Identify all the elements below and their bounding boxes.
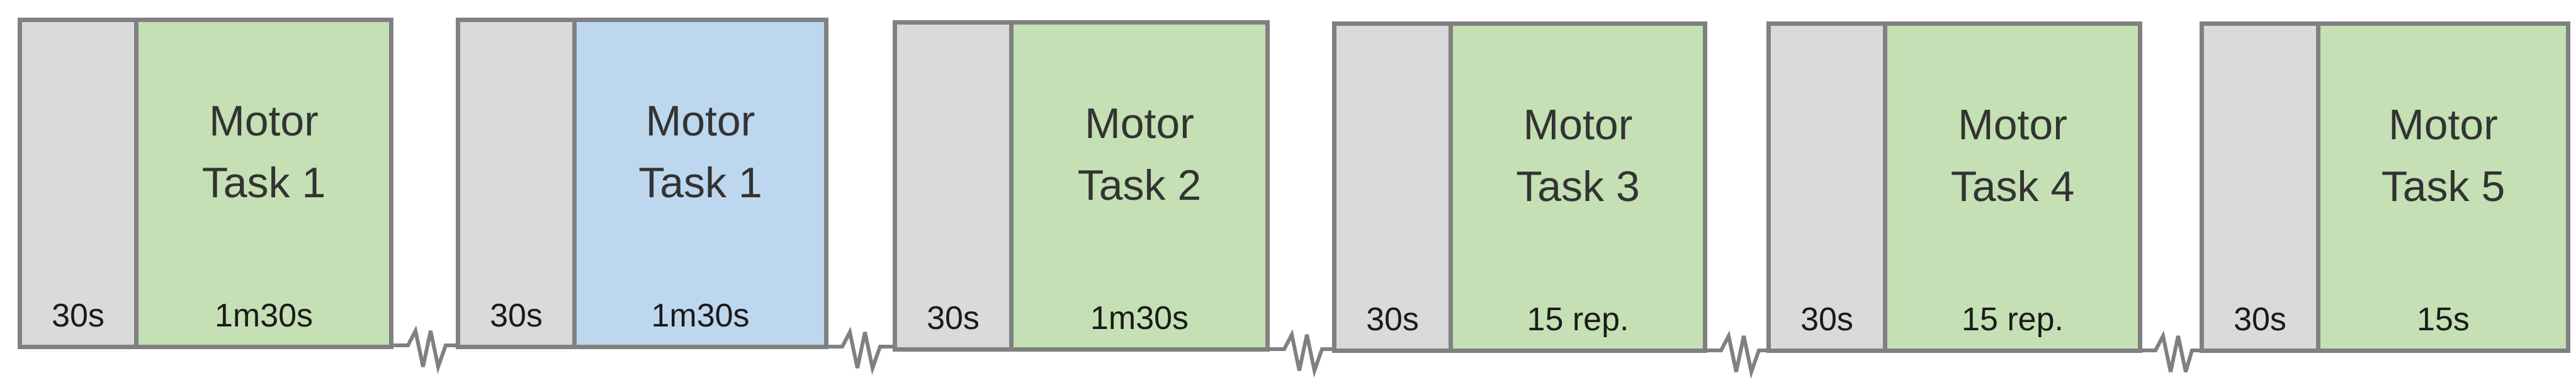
task-title-line2: Task 2 — [1077, 161, 1202, 209]
rest-period-1: 30s — [22, 22, 138, 345]
task-title-line1: Motor — [645, 97, 755, 145]
motor-task-4: Motor Task 3 15 rep. — [1453, 26, 1703, 349]
protocol-block-2: 30s Motor Task 1 1m30s — [456, 18, 828, 349]
motor-task-6: Motor Task 5 15s — [2320, 26, 2566, 349]
rest-duration-6: 30s — [2234, 301, 2286, 338]
motor-task-1: Motor Task 1 1m30s — [138, 22, 389, 345]
break-zigzag-icon — [393, 325, 456, 374]
motor-task-3: Motor Task 2 1m30s — [1014, 25, 1265, 347]
task-title-line1: Motor — [1085, 100, 1194, 147]
task-duration-3: 1m30s — [1090, 300, 1189, 337]
break-zigzag-icon — [1707, 330, 1766, 379]
rest-duration-2: 30s — [490, 297, 543, 334]
rest-duration-4: 30s — [1366, 301, 1419, 338]
rest-period-2: 30s — [460, 22, 577, 345]
rest-period-4: 30s — [1336, 26, 1453, 349]
task-duration-2: 1m30s — [651, 297, 750, 334]
break-zigzag-icon — [2142, 330, 2200, 372]
break-zigzag-icon — [828, 326, 893, 376]
task-title-line1: Motor — [209, 97, 319, 145]
rest-period-5: 30s — [1771, 26, 1887, 349]
protocol-block-6: 30s Motor Task 5 15s — [2200, 21, 2570, 353]
rest-duration-5: 30s — [1800, 301, 1853, 338]
motor-task-5: Motor Task 4 15 rep. — [1887, 26, 2138, 349]
task-duration-1: 1m30s — [214, 297, 314, 334]
protocol-block-3: 30s Motor Task 2 1m30s — [893, 20, 1270, 352]
task-title-line1: Motor — [1523, 101, 1633, 149]
rest-period-6: 30s — [2204, 26, 2320, 349]
task-title-line2: Task 4 — [1950, 163, 2075, 210]
break-zigzag-icon — [1270, 329, 1332, 378]
task-title-line2: Task 1 — [638, 159, 762, 207]
task-title-line2: Task 1 — [201, 159, 326, 207]
protocol-block-4: 30s Motor Task 3 15 rep. — [1332, 21, 1707, 353]
task-title-line2: Task 5 — [2381, 163, 2505, 210]
task-title-line1: Motor — [1958, 101, 2067, 149]
task-title-line2: Task 3 — [1516, 163, 1640, 210]
rest-period-3: 30s — [897, 25, 1014, 347]
task-duration-6: 15s — [2417, 301, 2470, 338]
rest-duration-1: 30s — [52, 297, 105, 334]
task-title-line1: Motor — [2388, 101, 2498, 149]
task-duration-5: 15 rep. — [1962, 301, 2064, 338]
motor-task-2: Motor Task 1 1m30s — [577, 22, 824, 345]
protocol-block-5: 30s Motor Task 4 15 rep. — [1766, 21, 2142, 353]
protocol-block-1: 30s Motor Task 1 1m30s — [18, 18, 393, 349]
rest-duration-3: 30s — [927, 300, 980, 337]
task-duration-4: 15 rep. — [1527, 301, 1629, 338]
